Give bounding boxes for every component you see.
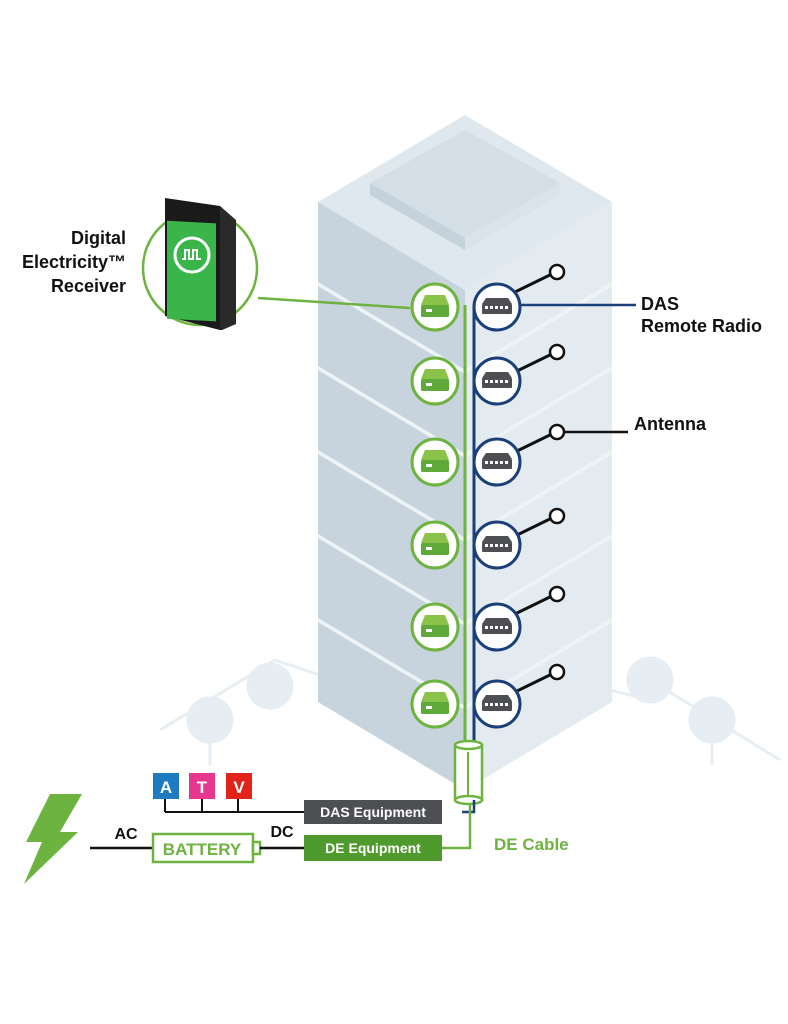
cable-sleeve-icon bbox=[453, 739, 484, 806]
das-equipment-label: DAS Equipment bbox=[320, 804, 426, 820]
badge-t: T bbox=[197, 778, 208, 797]
das-cable-to-equipment bbox=[462, 800, 476, 814]
battery-label: BATTERY bbox=[163, 840, 242, 859]
receiver-label-line2: Electricity™ bbox=[22, 252, 126, 272]
badge-a-bg bbox=[153, 773, 179, 799]
badge-v-bg bbox=[226, 773, 252, 799]
de-cable-to-equipment bbox=[442, 804, 472, 850]
das-radio-icon bbox=[472, 282, 522, 332]
das-equipment-box bbox=[304, 800, 442, 824]
receiver-label-line3: Receiver bbox=[51, 276, 126, 296]
antenna-lines bbox=[514, 263, 566, 694]
lightning-bolt-icon bbox=[24, 794, 82, 884]
building bbox=[318, 115, 612, 790]
receiver-label-line1: Digital bbox=[71, 228, 126, 248]
dc-label: DC bbox=[270, 824, 294, 841]
das-label-line2: Remote Radio bbox=[641, 316, 762, 336]
de-receiver-icon bbox=[410, 602, 460, 652]
badge-v: V bbox=[233, 778, 245, 797]
de-receiver-icon bbox=[410, 520, 460, 570]
ac-label: AC bbox=[114, 826, 138, 843]
background-network bbox=[159, 656, 781, 765]
das-radio-icon bbox=[472, 356, 522, 406]
das-radio-icon bbox=[472, 437, 522, 487]
de-receiver-icon bbox=[410, 437, 460, 487]
antenna-label: Antenna bbox=[634, 414, 707, 434]
de-equipment-box bbox=[304, 835, 442, 861]
de-logo-icon bbox=[173, 236, 211, 274]
atv-bus bbox=[164, 799, 304, 813]
receiver-callout bbox=[141, 198, 259, 330]
de-cable-label: DE Cable bbox=[494, 835, 569, 854]
das-radio-icon bbox=[472, 679, 522, 729]
badge-a: A bbox=[160, 778, 172, 797]
badge-t-bg bbox=[189, 773, 215, 799]
das-radio-icon bbox=[472, 520, 522, 570]
de-receiver-icon bbox=[410, 356, 460, 406]
battery-icon bbox=[151, 832, 262, 864]
de-receiver-icon bbox=[410, 282, 460, 332]
receiver-callout-line bbox=[257, 296, 411, 310]
das-label-line1: DAS bbox=[641, 294, 679, 314]
das-radio-icon bbox=[472, 602, 522, 652]
de-receiver-icon bbox=[410, 679, 460, 729]
de-equipment-label: DE Equipment bbox=[325, 840, 421, 856]
